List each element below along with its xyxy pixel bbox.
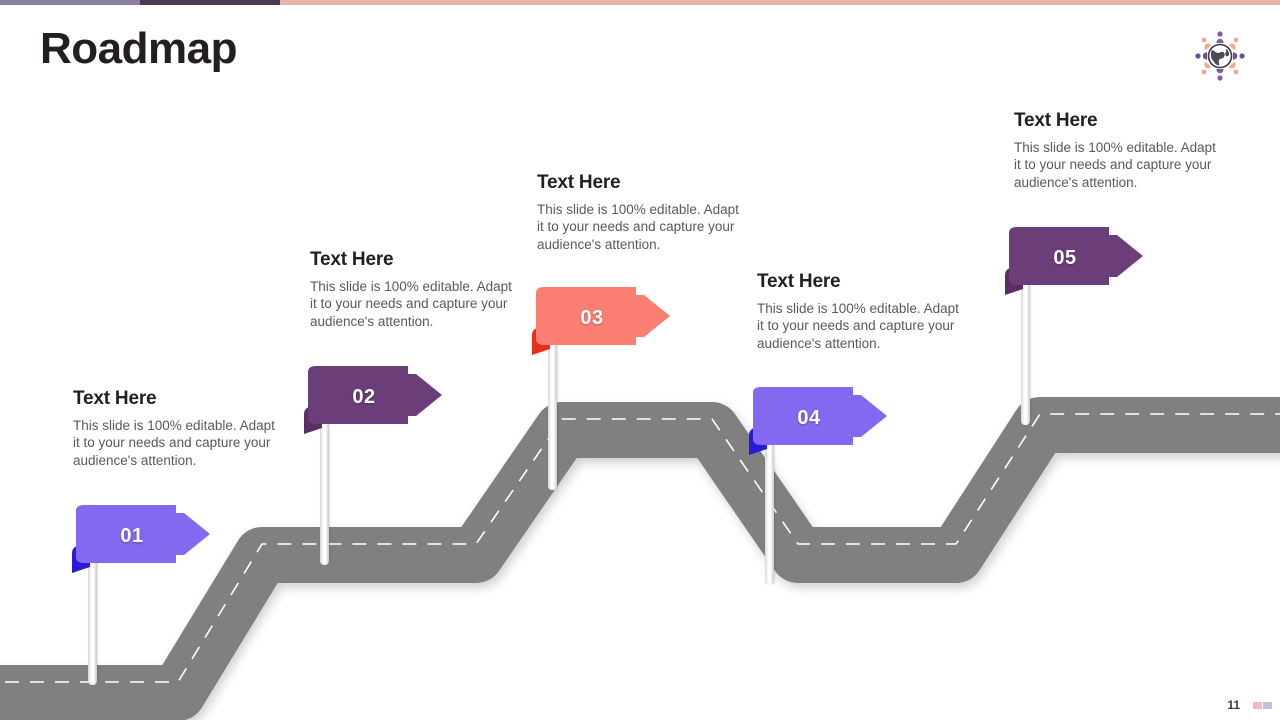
milestone-03-text: Text Here This slide is 100% editable. A… bbox=[537, 172, 747, 253]
milestone-02-body: This slide is 100% editable. Adapt it to… bbox=[310, 279, 512, 329]
topbar-segment-dark-plum bbox=[140, 0, 280, 5]
globe-people-logo bbox=[1188, 24, 1252, 88]
milestone-01-body: This slide is 100% editable. Adapt it to… bbox=[73, 418, 275, 468]
milestone-03-body: This slide is 100% editable. Adapt it to… bbox=[537, 202, 739, 252]
milestone-05-body: This slide is 100% editable. Adapt it to… bbox=[1014, 140, 1216, 190]
milestone-02-heading: Text Here bbox=[310, 249, 394, 270]
milestone-05-heading: Text Here bbox=[1014, 110, 1098, 131]
milestone-01-heading: Text Here bbox=[73, 388, 157, 409]
milestone-04-pole bbox=[765, 425, 774, 585]
milestone-03-flag[interactable]: 03 bbox=[528, 287, 678, 355]
milestone-03-heading: Text Here bbox=[537, 172, 621, 193]
milestone-01-text: Text Here This slide is 100% editable. A… bbox=[73, 388, 283, 469]
topbar-segment-lavender bbox=[0, 0, 140, 5]
milestone-05-pole bbox=[1021, 265, 1030, 425]
page-bar-pink bbox=[1253, 702, 1262, 709]
page-number-bars bbox=[1253, 702, 1272, 709]
milestone-03-pole bbox=[548, 325, 557, 490]
milestone-02-flag[interactable]: 02 bbox=[300, 366, 450, 434]
milestone-05-text: Text Here This slide is 100% editable. A… bbox=[1014, 110, 1224, 191]
page-bar-lavender bbox=[1263, 702, 1272, 709]
milestone-04-flag[interactable]: 04 bbox=[745, 387, 895, 455]
page-title: Roadmap bbox=[40, 24, 237, 73]
milestone-04-body: This slide is 100% editable. Adapt it to… bbox=[757, 301, 959, 351]
milestone-01-pole bbox=[88, 545, 97, 685]
milestone-02-pole bbox=[320, 405, 329, 565]
milestone-01-flag[interactable]: 01 bbox=[68, 505, 218, 573]
milestone-04-text: Text Here This slide is 100% editable. A… bbox=[757, 271, 967, 352]
milestone-02-text: Text Here This slide is 100% editable. A… bbox=[310, 249, 520, 330]
topbar-segment-peach bbox=[280, 0, 1280, 5]
page-number: 11 bbox=[1227, 698, 1240, 712]
milestone-04-heading: Text Here bbox=[757, 271, 841, 292]
milestone-05-flag[interactable]: 05 bbox=[1001, 227, 1151, 295]
top-accent-bar bbox=[0, 0, 1280, 5]
